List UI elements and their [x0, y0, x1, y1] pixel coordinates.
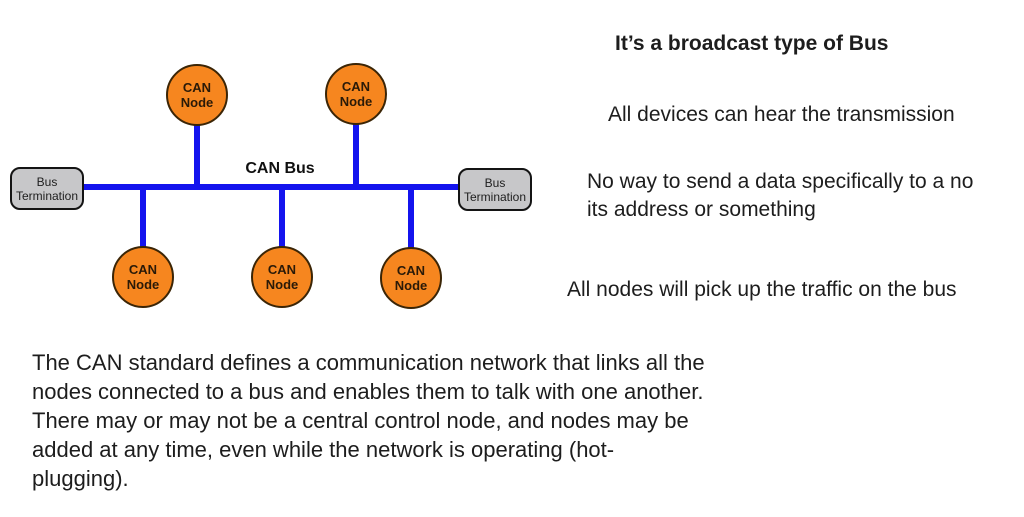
note-point-2-line1: No way to send a data specifically to a …: [587, 170, 974, 193]
paragraph-line: added at any time, even while the networ…: [32, 437, 615, 462]
can-node-bottom-3: CAN Node: [380, 247, 442, 309]
can-node-label-line1: CAN: [182, 80, 212, 95]
note-point-3: All nodes will pick up the traffic on th…: [567, 278, 957, 301]
can-node-label-line2: Node: [394, 278, 428, 293]
paragraph-line: plugging).: [32, 466, 129, 491]
note-point-2-line2: its address or something: [587, 198, 816, 221]
can-node-label-line1: CAN: [341, 79, 371, 94]
can-node-top-1: CAN Node: [166, 64, 228, 126]
can-node-label-line1: CAN: [128, 262, 158, 277]
note-point-2: No way to send a data specifically to a …: [587, 168, 973, 224]
node-connector-top-2: [353, 121, 359, 188]
can-node-label-line2: Node: [180, 95, 214, 110]
can-node-top-2: CAN Node: [325, 63, 387, 125]
can-node-label-line2: Node: [265, 277, 299, 292]
can-bus-line: [80, 184, 462, 190]
can-node-bottom-2: CAN Node: [251, 246, 313, 308]
bus-termination-left: Bus Termination: [10, 167, 84, 210]
can-node-label-line1: CAN: [267, 262, 297, 277]
can-node-bottom-1: CAN Node: [112, 246, 174, 308]
can-node-label-line1: CAN: [396, 263, 426, 278]
paragraph-line: The CAN standard defines a communication…: [32, 350, 705, 375]
can-bus-label: CAN Bus: [245, 160, 315, 177]
node-connector-bottom-1: [140, 186, 146, 248]
node-connector-top-1: [194, 122, 200, 188]
bus-termination-label-line2: Termination: [463, 189, 527, 204]
note-point-1: All devices can hear the transmission: [608, 103, 955, 126]
bus-termination-right: Bus Termination: [458, 168, 532, 211]
paragraph-line: nodes connected to a bus and enables the…: [32, 379, 704, 404]
bus-termination-label-line1: Bus: [484, 175, 506, 190]
bus-termination-label-line2: Termination: [15, 188, 79, 203]
notes-title: It’s a broadcast type of Bus: [615, 32, 889, 55]
can-node-label-line2: Node: [126, 277, 160, 292]
node-connector-bottom-3: [408, 186, 414, 248]
node-connector-bottom-2: [279, 186, 285, 248]
description-paragraph: The CAN standard defines a communication…: [32, 348, 705, 493]
can-node-label-line2: Node: [339, 94, 373, 109]
bus-termination-label-line1: Bus: [36, 174, 58, 189]
paragraph-line: There may or may not be a central contro…: [32, 408, 689, 433]
